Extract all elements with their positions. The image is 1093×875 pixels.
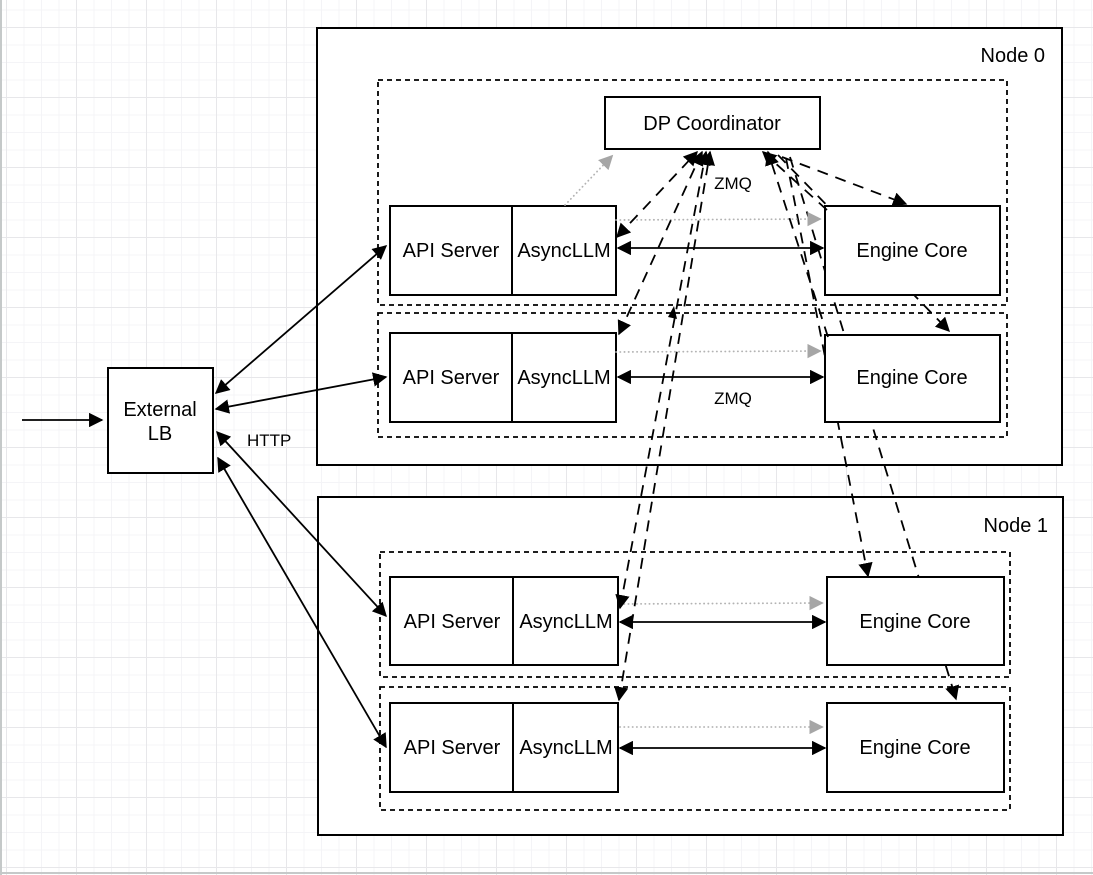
engine-0-to-coordinator-arrow [761,151,828,211]
external-lb-label-line2: LB [148,423,172,445]
engine-core-box-3: Engine Core [826,702,1005,793]
http-label: HTTP [247,431,291,450]
replica-container-0 [377,79,1008,306]
page-edge-left [0,0,2,875]
zmq-coordinator-label: ZMQ [714,174,752,193]
engine-core-rect-2 [826,576,1005,666]
frontend-rect-2 [389,576,619,666]
asyncllm-label-1: AsyncLLM [517,367,610,389]
engine-core-label-2: Engine Core [859,611,970,633]
engine-core-rect-1 [824,334,1001,423]
asyncllm-label-0: AsyncLLM [517,240,610,262]
external-lb-box: External LB [107,367,214,474]
asyncllm-label-2: AsyncLLM [519,611,612,633]
dp-coordinator-box: DP Coordinator [604,96,821,150]
asyncllm-to-coordinator-dotted-arrow [564,154,614,206]
frontend-box-2: API Server AsyncLLM [389,576,619,666]
coordinator-to-engine-0-arrow [781,156,908,207]
node-0-label: Node 0 [981,45,1046,67]
external-lb-rect [107,367,214,474]
dp-coordinator-label: DP Coordinator [643,113,781,135]
frontend-box-3: API Server AsyncLLM [389,702,619,793]
frontend-box-0: API Server AsyncLLM [389,205,617,296]
engine-core-box-2: Engine Core [826,576,1005,666]
frontend-rect-0 [389,205,617,296]
engine-core-label-1: Engine Core [856,367,967,389]
api-server-label-3: API Server [404,737,501,759]
lb-to-api-1-arrow [214,372,388,414]
uplink-boundary-arrowhead [668,306,677,319]
engine-core-rect-0 [824,205,1001,296]
engine-core-label-3: Engine Core [859,737,970,759]
dp-coordinator-rect [604,96,821,150]
lb-to-api-0-arrow [214,245,388,394]
lb-to-api-3-arrow [217,456,387,749]
engine-core-label-0: Engine Core [856,240,967,262]
zmq-engine-label: ZMQ [714,389,752,408]
frontend-rect-3 [389,702,619,793]
api-server-label-2: API Server [404,611,501,633]
asyncllm-label-3: AsyncLLM [519,737,612,759]
node-1-label: Node 1 [984,515,1049,537]
engine-core-box-0: Engine Core [824,205,1001,296]
coordinator-asyncllm-3-arrow [614,150,715,702]
frontend-box-1: API Server AsyncLLM [389,332,617,423]
engine-core-rect-3 [826,702,1005,793]
engine-1-to-coordinator-arrow [765,150,829,338]
external-lb-label-line1: External [123,399,196,421]
engine-core-box-1: Engine Core [824,334,1001,423]
page-edge-bottom [0,872,1093,874]
api-server-label-1: API Server [403,367,500,389]
api-server-label-0: API Server [403,240,500,262]
